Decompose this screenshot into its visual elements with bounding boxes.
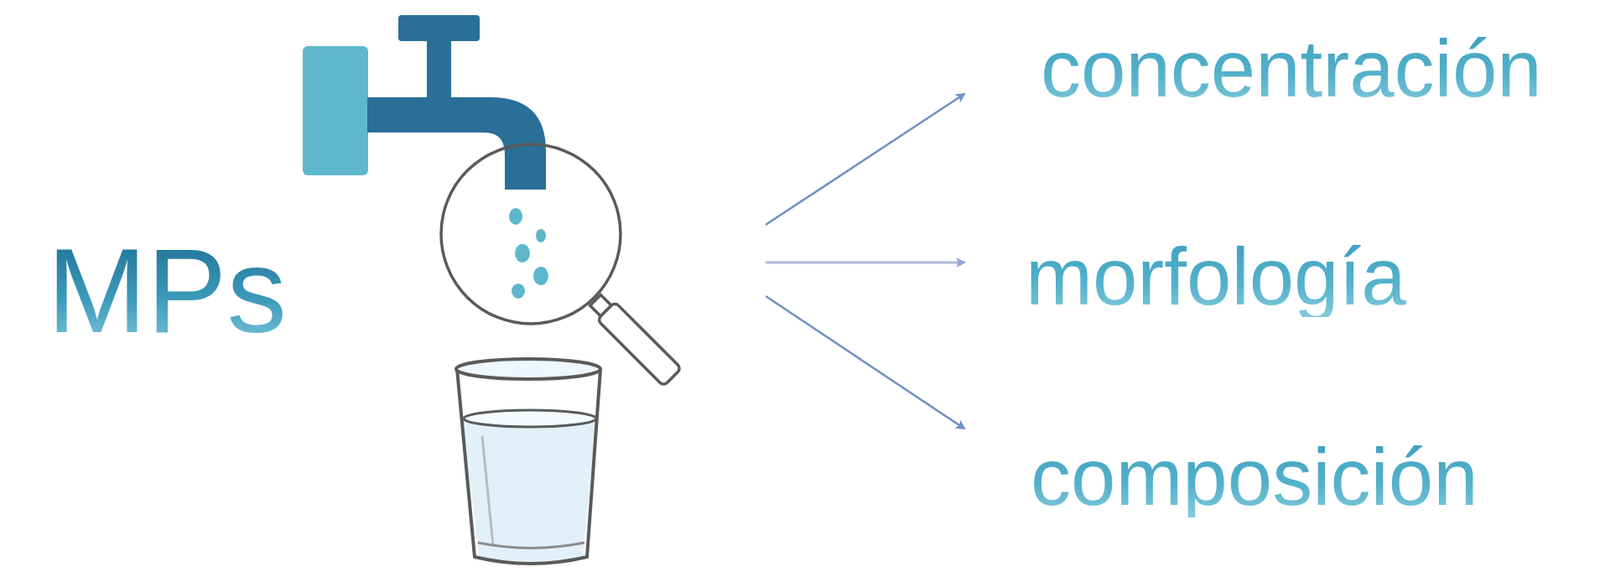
faucet-stem [426, 37, 452, 101]
faucet-body [302, 46, 369, 176]
main-heading: MPs [46, 230, 287, 351]
magnifier-lens [441, 144, 621, 324]
water-drops [509, 207, 549, 299]
faucet-handle [398, 15, 480, 42]
arrow [765, 296, 965, 429]
faucet-spout [367, 97, 546, 190]
property-label: composición [1030, 436, 1479, 518]
arrow [765, 261, 965, 265]
arrow [765, 93, 965, 225]
property-label: concentración [1040, 28, 1543, 110]
property-label: morfología [1025, 236, 1407, 317]
water-glass [456, 358, 601, 564]
